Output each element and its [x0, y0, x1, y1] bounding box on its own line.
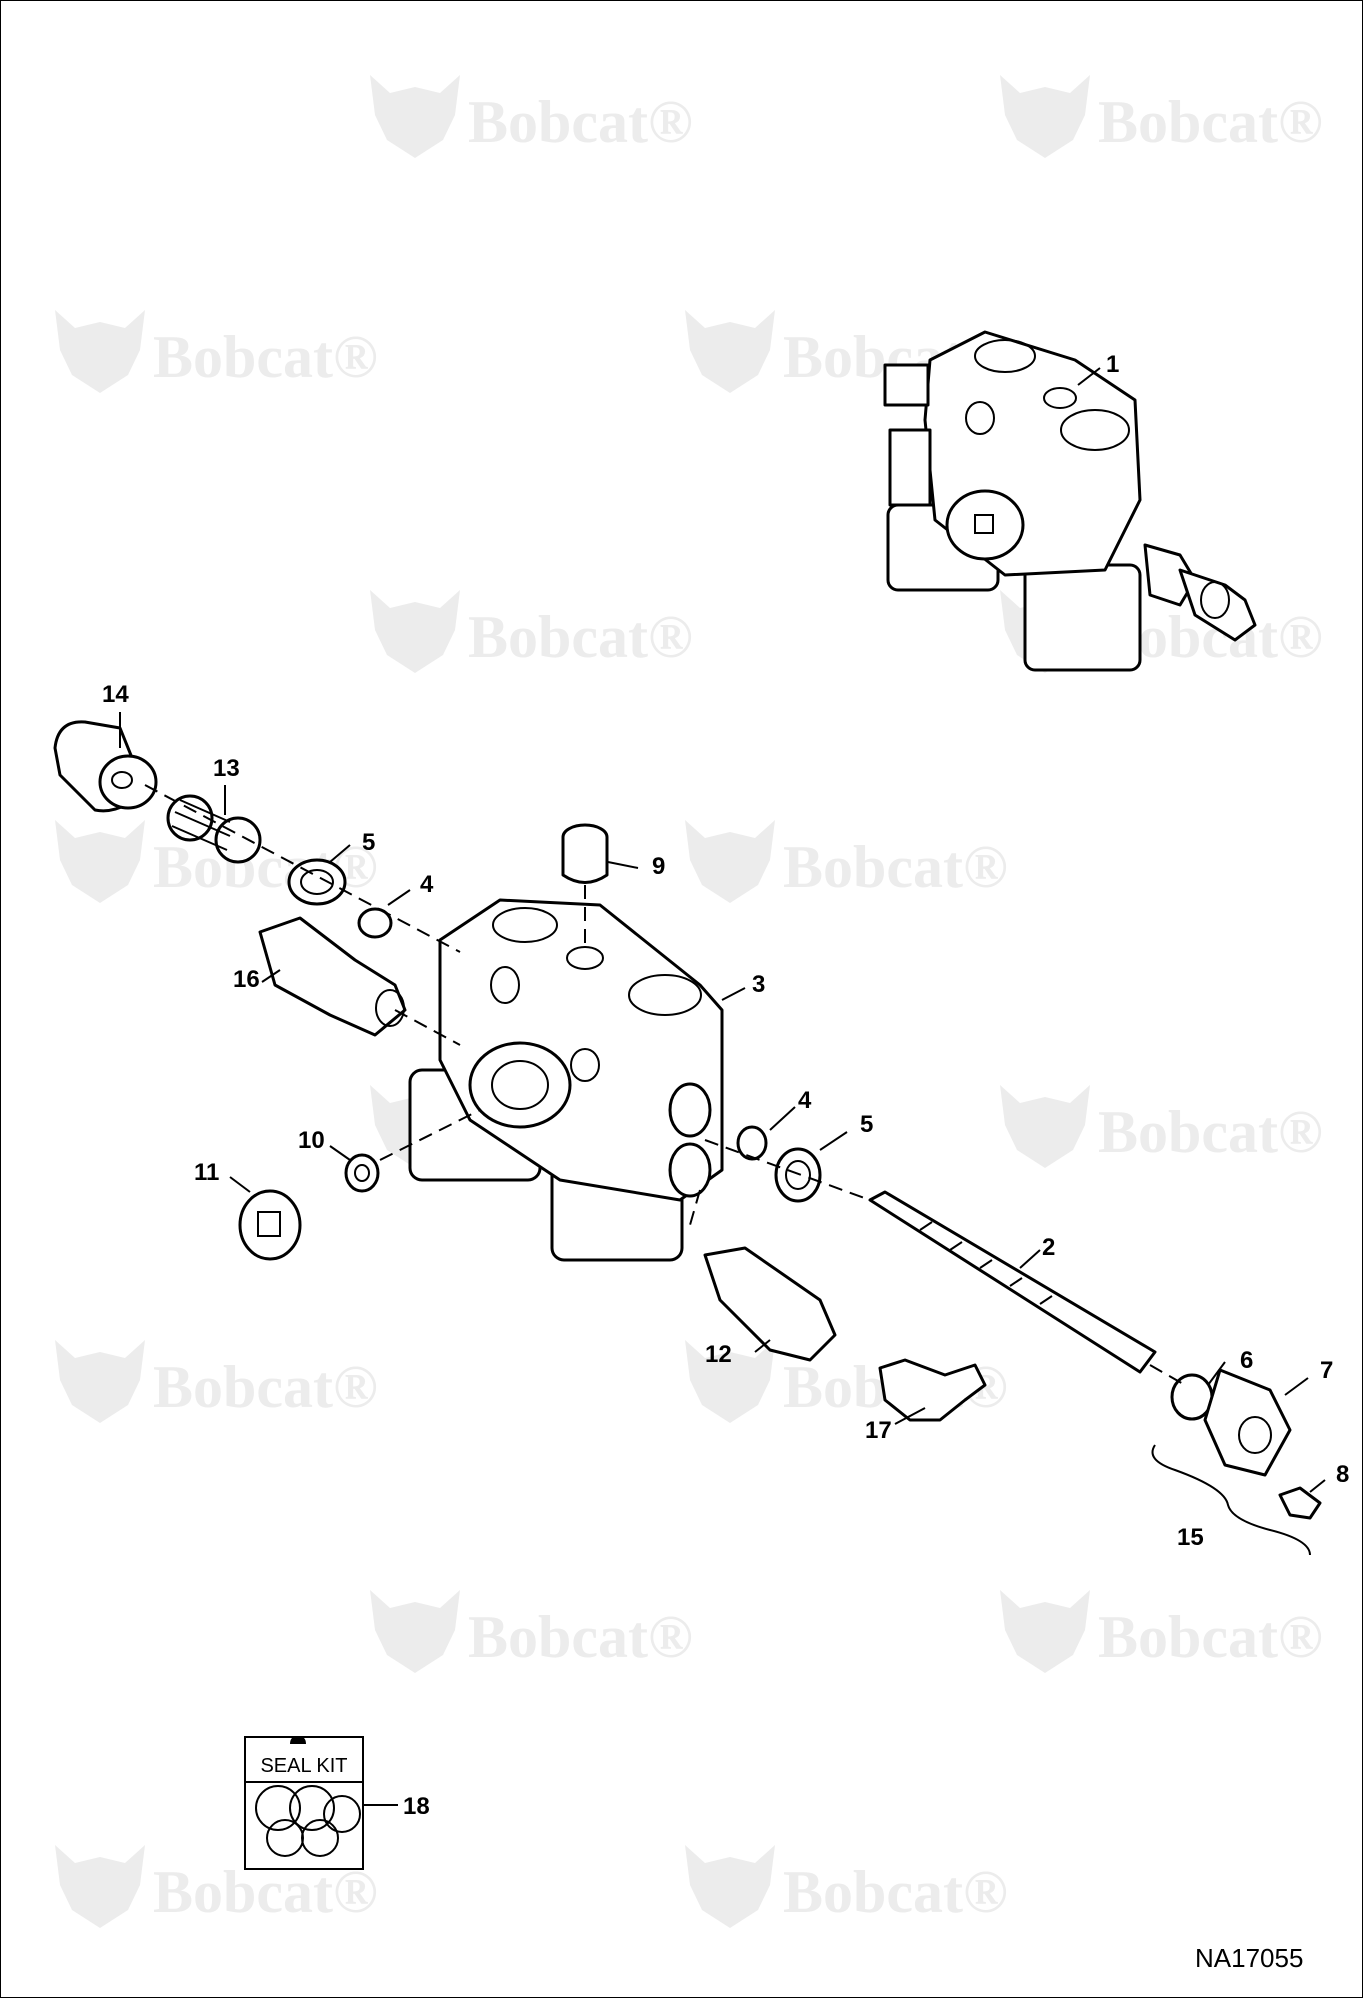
bobcat-logo-icon	[685, 1845, 775, 1928]
watermark-brand: Bobcat®	[468, 604, 693, 670]
callout-13: 13	[213, 755, 240, 782]
watermark-tile: Bobcat®	[1000, 75, 1323, 158]
callout-5a: 5	[362, 829, 375, 856]
callout-4b: 4	[798, 1087, 812, 1114]
bobcat-logo-icon	[685, 1340, 775, 1423]
watermark-tile: Bobcat®	[685, 1845, 1008, 1928]
watermark-brand: Bobcat®	[783, 834, 1008, 900]
callout-3: 3	[752, 971, 765, 998]
watermark-brand: Bobcat®	[783, 1859, 1008, 1925]
seal-kit-icon: SEAL KIT	[244, 1736, 364, 1870]
valve-body-illustration	[408, 898, 724, 1262]
watermark-tile: Bobcat®	[370, 75, 693, 158]
callout-10: 10	[298, 1127, 325, 1154]
watermark-brand: Bobcat®	[1098, 1604, 1323, 1670]
bobcat-logo-icon	[55, 310, 145, 393]
spool-illustration	[868, 1190, 1157, 1374]
callout-15: 15	[1177, 1524, 1204, 1551]
callout-16: 16	[233, 966, 260, 993]
bobcat-logo-icon	[1000, 75, 1090, 158]
callout-1: 1	[1106, 351, 1119, 378]
drawing-number: NA17055	[1195, 1943, 1303, 1973]
watermark-brand: Bobcat®	[1098, 89, 1323, 155]
callout-5b: 5	[860, 1111, 873, 1138]
watermark-brand: Bobcat®	[468, 1604, 693, 1670]
watermark-brand: Bobcat®	[153, 324, 378, 390]
bobcat-logo-icon	[685, 820, 775, 903]
valve-assembly-illustration	[883, 330, 1257, 672]
callout-2: 2	[1042, 1234, 1055, 1261]
callout-4a: 4	[420, 871, 434, 898]
bobcat-logo-icon	[55, 1845, 145, 1928]
callout-18: 18	[403, 1793, 430, 1820]
bobcat-logo-icon	[685, 310, 775, 393]
callout-17: 17	[865, 1417, 892, 1444]
bobcat-logo-icon	[1000, 1590, 1090, 1673]
callout-8: 8	[1336, 1461, 1349, 1488]
callout-11: 11	[194, 1159, 219, 1186]
callout-6: 6	[1240, 1347, 1253, 1374]
bobcat-logo-icon	[370, 1590, 460, 1673]
watermark-tile: Bobcat®	[370, 590, 693, 673]
leader-lines	[119, 367, 1326, 1806]
watermark-tile: Bobcat®	[685, 820, 1008, 903]
callout-7: 7	[1320, 1357, 1333, 1384]
bobcat-logo-icon	[55, 820, 145, 903]
watermark-brand: Bobcat®	[468, 89, 693, 155]
watermark-tile: Bobcat®	[370, 1590, 693, 1673]
seal-kit-label: SEAL KIT	[260, 1755, 347, 1777]
watermark-tile: Bobcat®	[55, 310, 378, 393]
watermark-tile: Bobcat®	[55, 1340, 378, 1423]
small-parts-illustration	[53, 720, 1322, 1520]
bobcat-logo-icon	[1000, 1085, 1090, 1168]
watermark-tile: Bobcat®	[1000, 1590, 1323, 1673]
watermark-tile: Bobcat®	[55, 820, 378, 903]
bobcat-logo-icon	[55, 1340, 145, 1423]
watermark-brand: Bobcat®	[1098, 1099, 1323, 1165]
bobcat-logo-icon	[370, 590, 460, 673]
assembly-lines	[144, 784, 1186, 1386]
watermark-tile: Bobcat®	[1000, 1085, 1323, 1168]
callout-14: 14	[102, 681, 129, 708]
callout-labels: 1 2 3 4 4 5 5 6 7 8 9 10 11 12 13 14 15 …	[102, 351, 1349, 1820]
callout-9: 9	[652, 853, 665, 880]
watermark-brand: Bobcat®	[153, 1354, 378, 1420]
callout-12: 12	[705, 1341, 732, 1368]
bobcat-logo-icon	[370, 75, 460, 158]
